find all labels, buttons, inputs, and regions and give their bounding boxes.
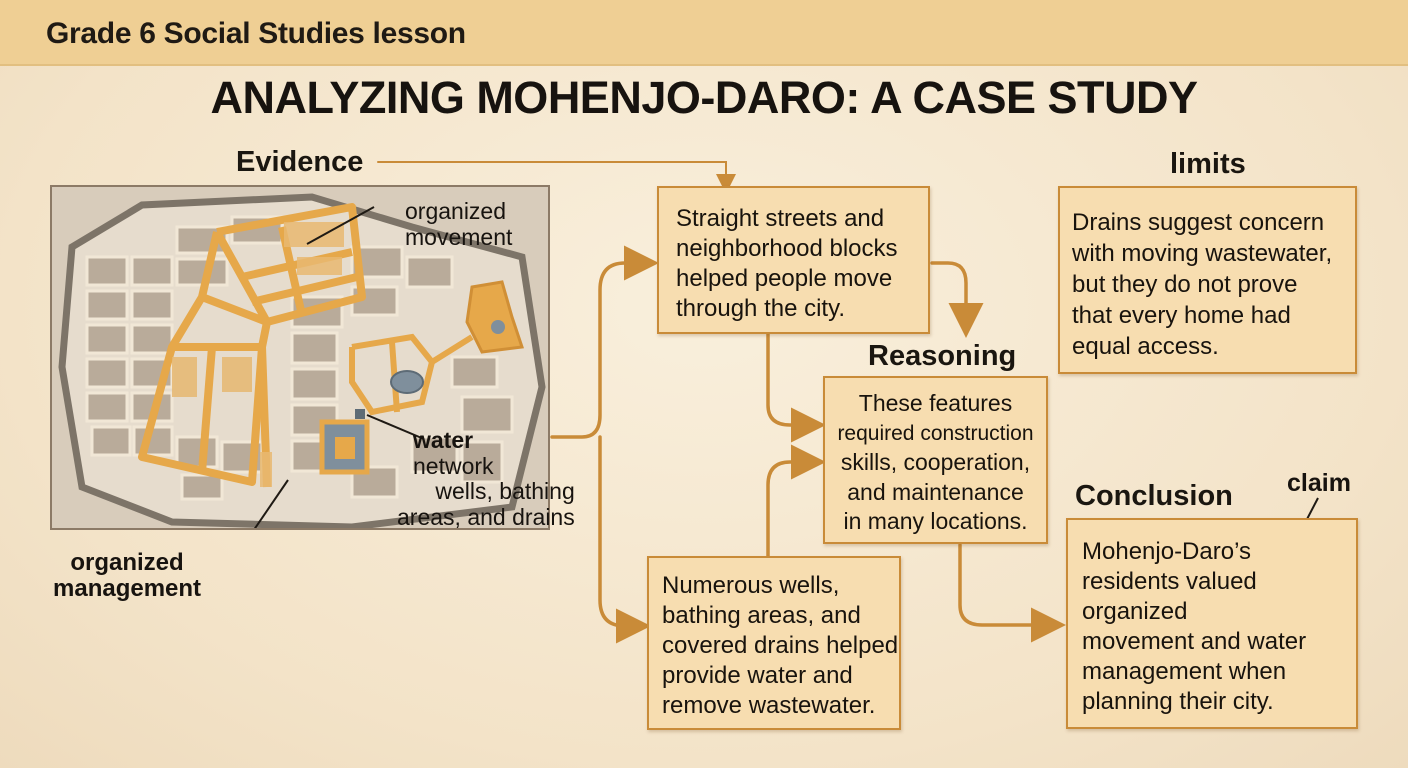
reasoning-line-5: in many locations. <box>843 508 1028 534</box>
evidence-streets-line-3: helped people move <box>676 265 893 292</box>
annotation-organized-management: organized management <box>53 550 201 602</box>
annotation-water-line-1: water <box>413 427 474 453</box>
arrow-evidence-to-streets <box>377 161 736 194</box>
arrow-streets-to-reasoning-top <box>930 261 984 338</box>
reasoning-label: Reasoning <box>868 340 1017 372</box>
evidence-streets-box: Straight streets and neighborhood blocks… <box>657 186 930 334</box>
evidence-water-line-5: remove wastewater. <box>662 692 876 719</box>
limits-line-2: with moving wastewater, <box>1072 240 1333 267</box>
limits-line-3: but they do not prove <box>1072 271 1298 298</box>
lesson-label: Grade 6 Social Studies lesson <box>46 17 466 50</box>
annotation-organized-movement-line-2: movement <box>405 224 513 250</box>
evidence-water-line-4: provide water and <box>662 662 853 689</box>
reasoning-line-4: and maintenance <box>847 478 1024 505</box>
arrow-reasoning-to-conclusion <box>958 543 1066 643</box>
annotation-management-line-1: organized <box>70 549 184 576</box>
annotation-water-detail-line-2: areas, and drains <box>397 504 575 530</box>
conclusion-line-4: movement and water <box>1082 628 1307 655</box>
evidence-water-line-3: covered drains helped <box>662 632 899 659</box>
evidence-label: Evidence <box>236 146 364 178</box>
limits-box: Drains suggest concern with moving waste… <box>1058 186 1357 374</box>
arrow-map-branch-lower <box>598 435 651 644</box>
claim-label: claim <box>1287 469 1351 497</box>
annotation-organized-movement: organized movement <box>405 198 512 250</box>
city-map-illustration <box>52 187 548 528</box>
reasoning-line-1: These features <box>858 390 1013 416</box>
header-bar: Grade 6 Social Studies lesson <box>0 0 1408 66</box>
conclusion-box: Mohenjo-Daro’s residents valued organize… <box>1066 518 1358 729</box>
reasoning-line-3: skills, cooperation, <box>840 449 1031 475</box>
conclusion-label: Conclusion <box>1075 480 1233 512</box>
annotation-water-detail-line-1: wells, bathing <box>435 478 575 504</box>
reasoning-line-2: required construction <box>837 421 1034 445</box>
annotation-water-network: water network <box>413 427 494 479</box>
city-map <box>50 185 550 530</box>
page-title: ANALYZING MOHENJO-DARO: A CASE STUDY <box>210 72 1198 123</box>
conclusion-line-3: organized <box>1082 598 1188 625</box>
annotation-water-detail: wells, bathing areas, and drains <box>397 478 575 530</box>
annotation-organized-movement-line-1: organized <box>405 198 507 224</box>
conclusion-line-5: management when <box>1082 658 1287 685</box>
evidence-streets-line-2: neighborhood blocks <box>676 235 898 262</box>
arrow-water-to-reasoning <box>766 444 826 558</box>
limits-line-5: equal access. <box>1072 333 1219 360</box>
limits-label: limits <box>1170 148 1246 180</box>
arrow-streets-to-reasoning <box>766 331 826 443</box>
evidence-streets-line-1: Straight streets and <box>676 205 885 232</box>
arrow-map-branch <box>550 245 659 439</box>
evidence-streets-line-4: through the city. <box>676 295 845 322</box>
limits-line-4: that every home had <box>1072 302 1291 329</box>
evidence-water-line-1: Numerous wells, <box>662 572 840 599</box>
conclusion-line-6: planning their city. <box>1082 688 1274 715</box>
evidence-water-line-2: bathing areas, and <box>662 602 861 629</box>
conclusion-line-1: Mohenjo-Daro’s <box>1082 538 1251 565</box>
conclusion-line-2: residents valued <box>1082 568 1257 595</box>
annotation-water-line-2: network <box>413 453 494 479</box>
reasoning-box: These features required construction ski… <box>823 376 1048 544</box>
annotation-management-line-2: management <box>53 575 202 602</box>
evidence-water-box: Numerous wells, bathing areas, and cover… <box>647 556 901 730</box>
limits-line-1: Drains suggest concern <box>1072 209 1325 236</box>
